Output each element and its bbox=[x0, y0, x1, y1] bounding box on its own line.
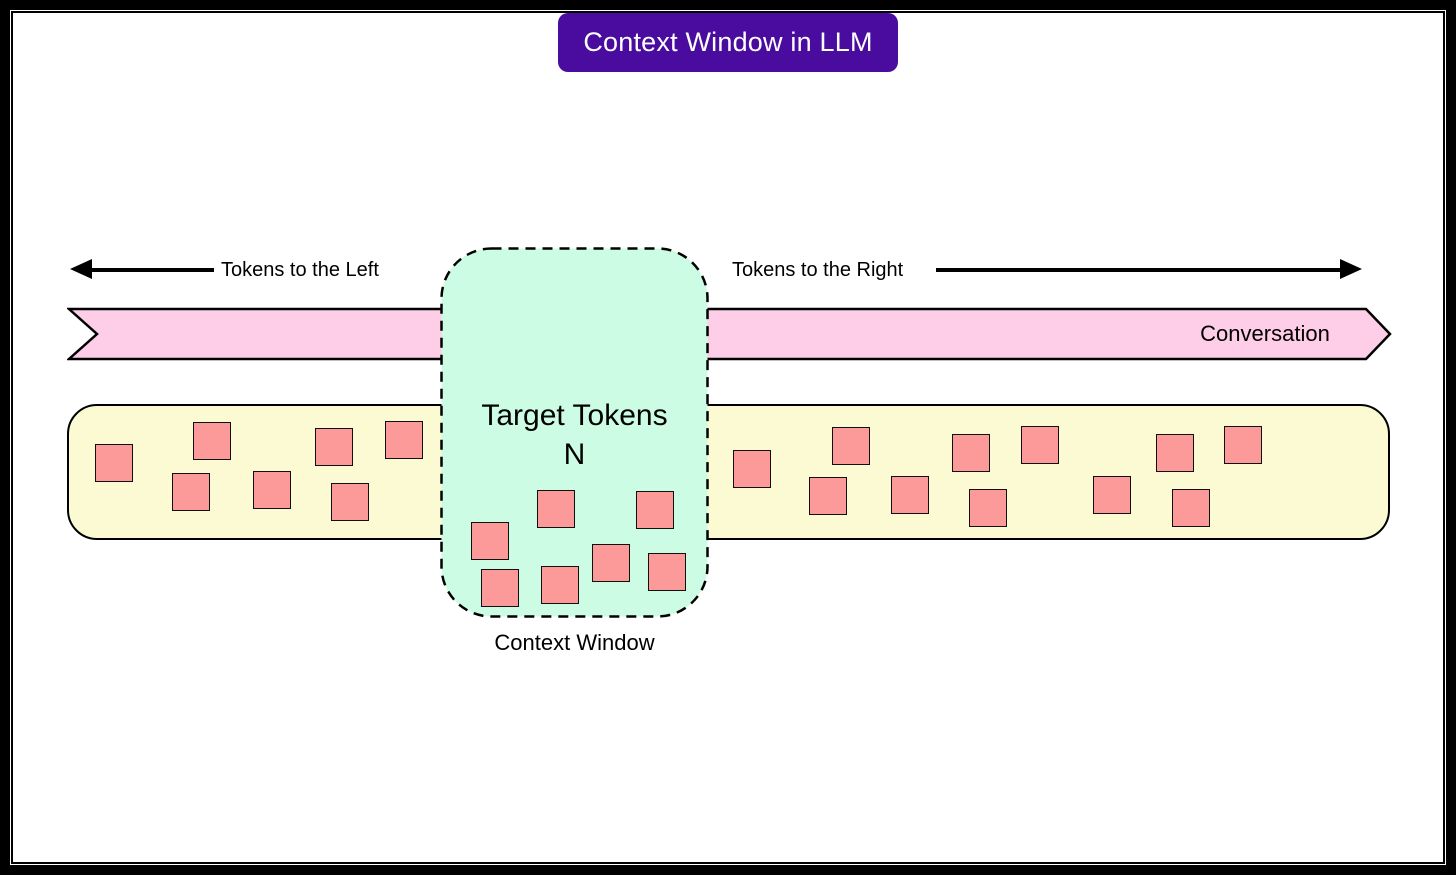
title-banner: Context Window in LLM bbox=[558, 13, 898, 72]
context-window-caption: Context Window bbox=[494, 630, 655, 655]
token-square bbox=[809, 477, 847, 515]
token-square bbox=[95, 444, 133, 482]
token-square bbox=[733, 450, 771, 488]
token-square bbox=[471, 522, 509, 560]
arrow-left-icon bbox=[70, 259, 92, 279]
token-square bbox=[1021, 426, 1059, 464]
token-square bbox=[537, 490, 575, 528]
token-square bbox=[253, 471, 291, 509]
token-square bbox=[891, 476, 929, 514]
tokens-left-label: Tokens to the Left bbox=[221, 259, 379, 281]
token-square bbox=[1156, 434, 1194, 472]
token-square bbox=[541, 566, 579, 604]
token-square bbox=[1093, 476, 1131, 514]
token-square bbox=[592, 544, 630, 582]
token-square bbox=[1224, 426, 1262, 464]
token-square bbox=[969, 489, 1007, 527]
token-square bbox=[636, 491, 674, 529]
target-tokens-title: Target Tokens N bbox=[441, 396, 708, 474]
token-square bbox=[172, 473, 210, 511]
token-square bbox=[648, 553, 686, 591]
token-square bbox=[193, 422, 231, 460]
target-tokens-line1: Target Tokens bbox=[481, 399, 668, 432]
conversation-label: Conversation bbox=[1200, 321, 1330, 346]
arrow-right-icon bbox=[1340, 259, 1362, 279]
token-square bbox=[331, 483, 369, 521]
token-square bbox=[1172, 489, 1210, 527]
target-tokens-line2: N bbox=[563, 438, 586, 471]
token-square bbox=[952, 434, 990, 472]
page-title: Context Window in LLM bbox=[583, 27, 873, 57]
token-square bbox=[832, 427, 870, 465]
arrow-right-line bbox=[936, 268, 1342, 272]
token-square bbox=[315, 428, 353, 466]
arrow-left-line bbox=[88, 268, 214, 272]
tokens-right-label: Tokens to the Right bbox=[732, 259, 904, 281]
conversation-ribbon bbox=[67, 307, 1392, 361]
token-square bbox=[481, 569, 519, 607]
token-square bbox=[385, 421, 423, 459]
